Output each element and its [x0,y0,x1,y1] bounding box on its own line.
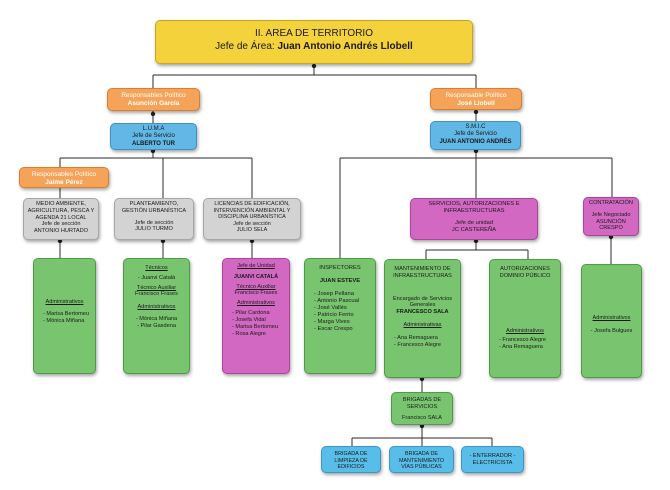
unit-box-autorizaciones: AUTORIZACIONES DOMINIO PÚBLICO Administr… [489,259,561,378]
area-head: Jefe de Área: Juan Antonio Andrés Llobel… [215,41,413,52]
brigadas-box: BRIGADAS DE SERVICIOS Francisco SALA [391,392,453,425]
unit-box-contratacion: Administrativos - Josefa Bulgues [581,264,642,378]
section-box-medio-ambiente: MEDIO AMBIENTE, AGRICULTURA, PESCA Y AGE… [23,198,99,240]
political-box-right: Responsable Político José Llobell [430,88,522,110]
unit-box-inspectores: INSPECTORES JUAN ESTEVE - Josep Pellana … [304,258,376,374]
bottom-box-limpieza: BRIGADA DE LIMPIEZA DE EDIFICIOS [321,446,381,473]
area-title: II. AREA DE TERRITORIO [255,28,373,39]
unit-box-mantenimiento: MANTENIMIENTO DE INFRAESTRUCTURAS Encarg… [384,259,461,378]
political-box-third: Responsables Político Jaime Pérez [19,167,109,188]
section-box-contratacion: CONTRATACIÓN Jefe Negociado ASUNCIÓN CRE… [583,197,639,236]
unit-box-planeamiento: Técnicos - Juanvi Catalá Técnico Auxilia… [123,258,190,374]
service-box-smic: S.M.I.C Jefe de Servicio JUAN ANTONIO AN… [430,121,521,150]
unit-box-medio-ambiente: Administrativos - Marisa Bertomeu - Móni… [33,258,96,374]
unit-box-licencias: Jefe de Unidad JUANVI CATALÁ Técnico Aux… [222,258,290,374]
section-box-licencias: LICENCIAS DE EDIFICACIÓN, INTERVENCIÓN A… [203,198,301,240]
service-box-luma: L.U.M.A Jefe de Servicio ALBERTO TUR [110,123,197,150]
area-title-box: II. AREA DE TERRITORIO Jefe de Área: Jua… [155,20,473,64]
political-box-left: Responsables Político Asunción García [107,88,200,111]
section-box-planeamiento: PLANTEAMIENTO, GESTIÓN URBANÍSTICA Jefe … [114,198,194,240]
bottom-box-vias: BRIGADA DE MANTENIMIENTO VÍAS PÚBLICAS [389,446,454,473]
section-box-servicios: SERVICIOS, AUTORIZACIONES E INFRAESTRUCT… [410,198,538,240]
bottom-box-electricista: - ENTERRADOR - ELECTRICISTA [461,446,524,473]
